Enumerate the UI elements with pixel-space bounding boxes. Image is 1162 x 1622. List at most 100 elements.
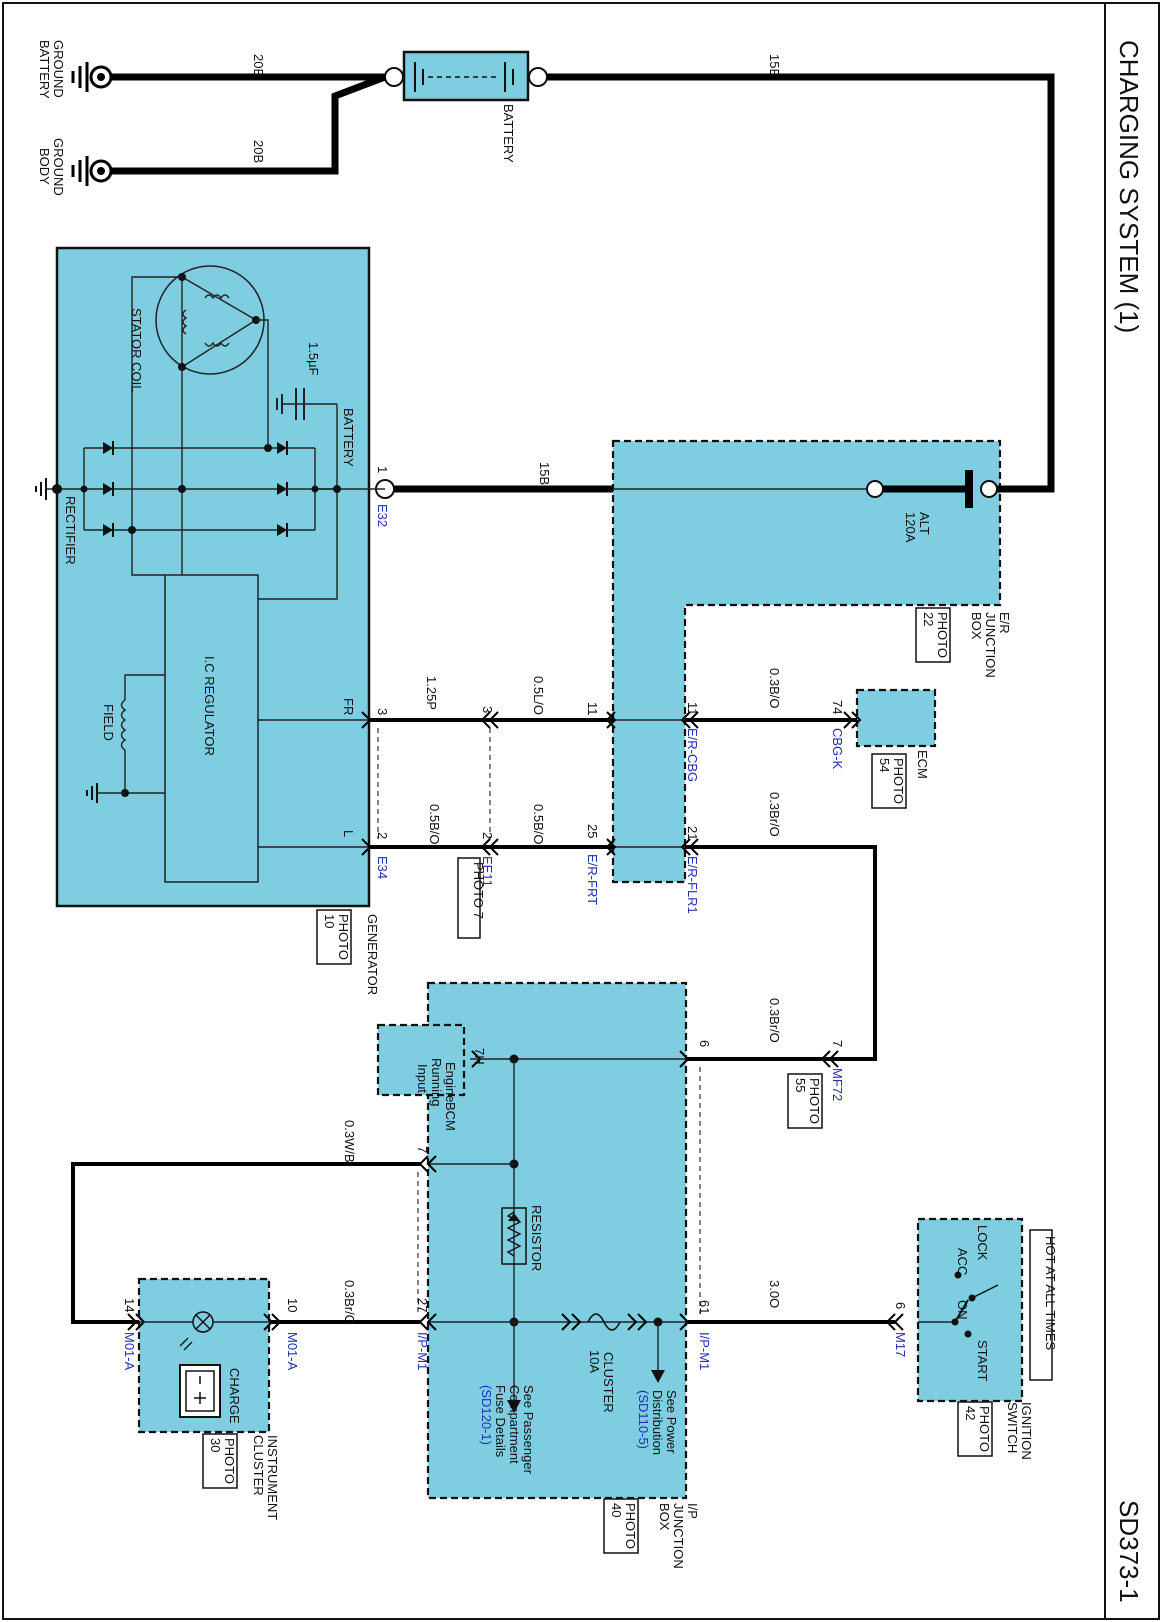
pin-11a: 11 [585, 702, 600, 716]
connector-mf72: MF72 [830, 1068, 845, 1101]
ignition-switch-box [916, 1217, 1024, 1403]
capacitor-icon [276, 388, 337, 420]
ign-pos-on: ON [955, 1300, 970, 1320]
ecm-photo-num: 54 [877, 758, 892, 772]
alt-fuse-element [965, 470, 973, 508]
mf72-photo-num: 55 [793, 1078, 808, 1092]
ecm-box [855, 688, 937, 748]
er-photo-num: 22 [921, 612, 936, 626]
er-photo-label: PHOTO [935, 612, 950, 658]
ee11-photo-label: PHOTO 7 [471, 862, 486, 919]
ip-box-label-2: JUNCTION [671, 1503, 686, 1569]
ip-photo-num: 40 [609, 1503, 624, 1517]
ip-photo-box [603, 1498, 639, 1554]
ecm-photo-box [871, 753, 907, 809]
ip-pin27-connector [418, 1313, 437, 1331]
connector-ip-m1-a: I/P-M1 [415, 1332, 430, 1370]
ecm-label: ECM [915, 750, 930, 779]
note-pass-3: Fuse Details [493, 1385, 508, 1458]
wire-label-03bro-b: 0.3Br/O [767, 998, 782, 1043]
m17-connector [885, 1313, 904, 1331]
note-pass-2: Compartment [507, 1385, 522, 1464]
fr-connectors [361, 711, 862, 729]
rectifier-icon [52, 441, 341, 537]
connector-ip-m1-b: I/P-M1 [697, 1332, 712, 1370]
mf72-connectors [471, 1050, 839, 1068]
cluster-fuse-amp: 10A [587, 1350, 602, 1373]
note-power-ref: (SD110-5) [636, 1390, 651, 1449]
battery-box [402, 50, 530, 102]
cluster-photo-num: 30 [208, 1438, 223, 1452]
l-connectors [361, 838, 699, 856]
page-code: SD373-1 [1114, 1500, 1144, 1603]
ign-photo-num: 42 [963, 1406, 978, 1420]
connector-e34: E34 [375, 856, 390, 879]
wire-label-125p: 1.25P [424, 676, 439, 710]
mf72-photo-label: PHOTO [807, 1078, 822, 1124]
connector-e32: E32 [375, 504, 390, 527]
body-ground-label-1: BODY [37, 148, 52, 185]
pin-mf72-7: 7 [830, 1040, 845, 1047]
cluster-fuse-label: CLUSTER [601, 1352, 616, 1413]
ignition-switch-icon [951, 1271, 999, 1338]
battery-neg-terminal [384, 67, 404, 87]
gen-int-wire-1 [131, 276, 182, 576]
ign-name-1: IGNITION [1019, 1402, 1034, 1460]
connector-cbg-k: CBG-K [830, 728, 845, 770]
pin-ip-6: 6 [697, 1040, 712, 1047]
ip-photo-label: PHOTO [623, 1503, 638, 1549]
gen-int-wire-3 [256, 319, 269, 448]
resistor-label: RESISTOR [529, 1205, 544, 1271]
cluster-name-2: CLUSTER [251, 1435, 266, 1496]
pin-21: 21 [685, 826, 700, 840]
er-photo-box [915, 607, 951, 663]
gen-battery-term-label: BATTERY [341, 408, 356, 467]
wire-label-05bo-b: 0.5B/O [531, 804, 546, 844]
generator-photo-box [316, 909, 352, 965]
regulator-l-label: L [341, 830, 356, 837]
wire-flr1-to-mf72 [685, 845, 877, 1061]
connector-m17: M17 [893, 1332, 908, 1357]
bcm-input-2: Running [429, 1058, 444, 1106]
connector-er-cbg: E/R-CBG [685, 728, 700, 782]
wire-20b-body-ground [111, 73, 387, 175]
wire-label-05lo: 0.5L/O [531, 676, 546, 715]
wire-label-03wb: 0.3W/B [342, 1120, 357, 1163]
pin-14: 14 [122, 1298, 137, 1312]
er-junction-box [611, 439, 1002, 884]
wire-03wb [71, 1162, 420, 1324]
capacitor-label: 1.5µF [306, 342, 321, 376]
note-power-1: See Power [664, 1390, 679, 1454]
pin-l-2: 2 [375, 832, 390, 839]
bcm-pin-7h: 7H [472, 1048, 487, 1065]
pin-25: 25 [585, 824, 600, 838]
cluster-fuse-icon [561, 1313, 648, 1331]
wire-15b-top [547, 73, 1055, 493]
er-box-label-3: BOX [969, 612, 984, 640]
cluster-photo-label: PHOTO [222, 1438, 237, 1484]
pin-m17-6: 6 [893, 1302, 908, 1309]
generator-box [55, 246, 371, 908]
ip-power-arrow [651, 1370, 665, 1383]
connector-er-flr1: E/R-FLR1 [685, 856, 700, 914]
pin-ee11-3: 3 [480, 706, 495, 713]
note-pass-1: See Passenger [521, 1385, 536, 1475]
battery-ground-label-1: BATTERY [37, 40, 52, 99]
er-box-label-2: JUNCTION [983, 612, 998, 678]
bcm-label: BCM [443, 1102, 458, 1131]
pin-fr-3: 3 [375, 708, 390, 715]
rectifier-ground-icon [35, 478, 57, 500]
pin-27: 27 [415, 1298, 430, 1312]
regulator-fr-label: FR [341, 698, 356, 715]
battery-ground-icon [71, 62, 113, 92]
battery-ground-label-2: GROUND [51, 40, 66, 98]
ign-pos-start: START [975, 1340, 990, 1381]
generator-name: GENERATOR [365, 914, 380, 995]
generator-photo-num: 10 [322, 914, 337, 928]
charge-lamp-icon [179, 1311, 214, 1351]
ip-pass-arrow [507, 1400, 521, 1413]
wire-label-15b-gen: 15B [537, 462, 552, 485]
wire-label-03bo: 0.3B/O [767, 668, 782, 708]
charge-lamp-label: CHARGE [227, 1368, 242, 1424]
